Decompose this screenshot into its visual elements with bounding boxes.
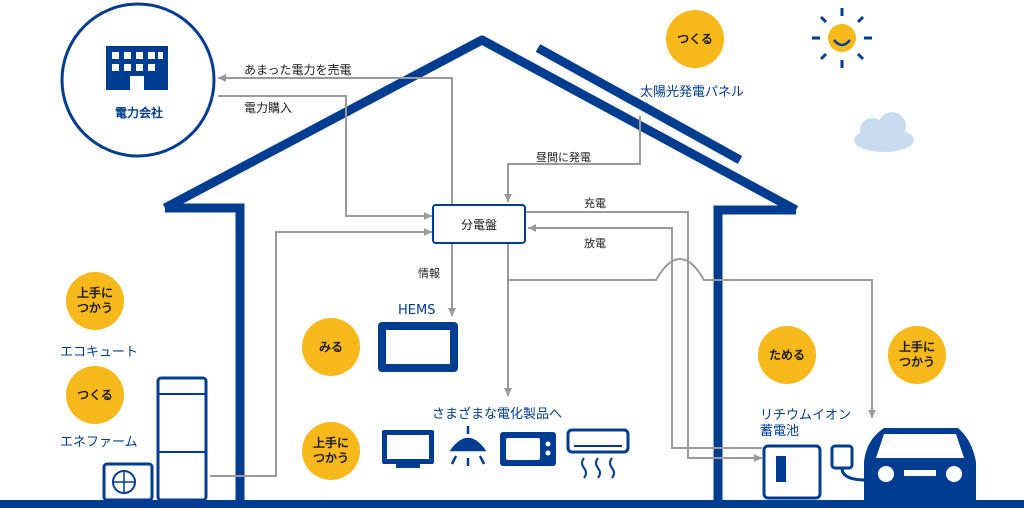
house-roof [162, 35, 799, 214]
flow-ev-line [508, 258, 873, 418]
hems-label: HEMS [398, 303, 436, 318]
flow-buy-line [218, 95, 432, 217]
flow-enefarm-line [210, 231, 432, 477]
battery-icon [762, 444, 822, 500]
flow-discharge-line [528, 227, 762, 449]
house-wall-right [713, 205, 796, 500]
flow-charge-label: 充電 [584, 197, 606, 210]
distribution-board: 分電盤 [432, 204, 526, 244]
house-wall-left [165, 203, 245, 500]
appliances-label: さまざまな電化製品へ [432, 407, 563, 422]
badge-enefarm-make: つくる [66, 366, 124, 424]
solar-panel-label: 太陽光発電パネル [640, 85, 745, 100]
flow-lines [210, 77, 873, 477]
charger-icon [830, 444, 867, 482]
badge-appliances-use: 上手に つかう [302, 422, 360, 480]
sun-icon [812, 8, 872, 68]
solar-panel [535, 44, 743, 164]
badge-ev-use: 上手に つかう [888, 326, 946, 384]
air-conditioner-icon [566, 428, 630, 479]
microwave-icon [500, 432, 556, 466]
badge-ecocute-use: 上手に つかう [66, 272, 124, 330]
arrowheads [218, 74, 876, 462]
hems-monitor-icon [378, 322, 458, 372]
ground-line [0, 500, 1024, 508]
enefarm-label: エネファーム [60, 435, 138, 450]
badge-miru: みる [302, 318, 360, 376]
flow-daytime-line [507, 116, 641, 202]
company-label: 電力会社 [114, 106, 163, 120]
flow-daytime-label: 昼間に発電 [536, 151, 591, 164]
heat-pump-unit-icon [102, 462, 154, 502]
electric-car-icon [864, 428, 976, 500]
badge-tameru: ためる [758, 326, 816, 384]
flow-info-label: 情報 [418, 267, 440, 280]
tv-icon [382, 430, 434, 468]
ceiling-light-icon [449, 426, 487, 466]
flow-sell-line [218, 77, 453, 204]
flow-charge-line [526, 211, 762, 459]
flow-buy-label: 電力購入 [244, 101, 293, 115]
flow-sell-label: あまった電力を売電 [244, 63, 352, 77]
badge-tsukuru-solar: つくる [666, 10, 724, 68]
cloud-icon [854, 112, 914, 152]
battery-label: リチウムイオン 蓄電池 [760, 408, 852, 440]
flow-discharge-label: 放電 [584, 237, 606, 250]
storage-tank-icon [156, 376, 208, 502]
building-icon [106, 46, 168, 90]
ecocute-label: エコキュート [60, 345, 139, 360]
